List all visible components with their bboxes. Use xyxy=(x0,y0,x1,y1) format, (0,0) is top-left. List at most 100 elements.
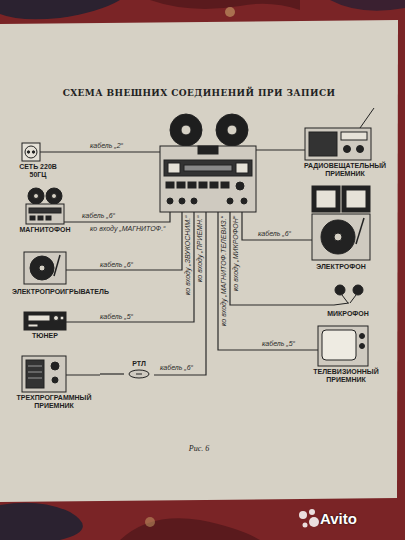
radio-receiver: РАДИОВЕЩАТЕЛЬНЫЙ ПРИЕМНИК xyxy=(298,110,392,178)
socket-icon xyxy=(25,146,37,158)
cable-wires xyxy=(66,374,100,375)
watermark-logo xyxy=(299,509,319,528)
cable-connector xyxy=(100,373,124,374)
tuner-icon xyxy=(28,315,50,321)
reel-recorder-icon xyxy=(46,216,51,220)
record-player-icon xyxy=(39,265,45,271)
mains-socket: СЕТЬ 220В 50ГЦ xyxy=(12,143,64,179)
microphone-icon xyxy=(334,303,349,305)
radio-receiver-icon xyxy=(357,146,364,153)
record-player-icon xyxy=(54,255,60,276)
tape-recorder-picture xyxy=(191,198,197,204)
radio-receiver-icon xyxy=(309,132,337,156)
tape-recorder-picture xyxy=(167,198,173,204)
tuner-icon xyxy=(24,312,66,330)
cable-wires xyxy=(256,149,305,150)
three-program-receiver-icon xyxy=(22,356,66,392)
cable-label: кабель „5“ xyxy=(262,340,295,348)
tape-recorder-picture xyxy=(210,182,218,188)
reel-recorder-icon xyxy=(52,194,57,199)
tape-recorder-picture xyxy=(221,182,229,188)
microphone-icon xyxy=(350,295,356,303)
cable-label: кабель „6“ xyxy=(100,261,133,269)
carpet xyxy=(0,0,120,19)
record-player-icon xyxy=(30,256,54,280)
television-receiver-label: ТЕЛЕВИЗИОННЫЙ ПРИЕМНИК xyxy=(300,368,392,384)
tuner: ТЮНЕР xyxy=(20,312,70,340)
electrophone: ЭЛЕКТРОФОН xyxy=(300,186,382,271)
electrophone-icon xyxy=(312,186,370,260)
three-program-receiver-icon xyxy=(52,377,58,383)
electrophone-icon xyxy=(316,190,336,208)
figure-caption: Рис. 6 xyxy=(0,444,398,454)
cable-label: кабель „6“ xyxy=(258,230,291,238)
microphone-icon xyxy=(335,285,345,295)
reel-recorder-icon xyxy=(28,188,44,204)
watermark-logo xyxy=(303,523,308,528)
television-icon xyxy=(360,334,365,339)
radio-receiver-icon xyxy=(305,108,374,160)
tape-recorder-picture xyxy=(160,146,256,212)
record-player-label: ЭЛЕКТРОПРОИГРЫВАТЕЛЬ xyxy=(12,288,130,296)
microphone-label: МИКРОФОН xyxy=(310,310,386,318)
watermark-logo xyxy=(309,509,315,515)
cable-label: кабель „6“ xyxy=(160,364,193,372)
input-label: ко входу „МАГНИТОФ.ТЕЛЕВИЗ.“ xyxy=(220,216,228,326)
carpet xyxy=(120,518,260,540)
three-program-receiver-icon xyxy=(22,356,66,392)
input-label: ко входу „МАГНИТОФ.“ xyxy=(90,225,165,233)
electrophone-icon xyxy=(342,186,370,212)
cable-wires xyxy=(242,212,312,240)
electrophone-label: ЭЛЕКТРОФОН xyxy=(300,263,382,271)
radio-receiver-label: РАДИОВЕЩАТЕЛЬНЫЙ ПРИЕМНИК xyxy=(298,162,392,178)
radio-receiver-icon xyxy=(360,108,374,128)
plug-pin xyxy=(136,374,142,375)
watermark-logo xyxy=(299,511,307,519)
cable-wires xyxy=(40,151,160,152)
tape-recorder-picture xyxy=(236,163,248,173)
reel-recorder-icon xyxy=(46,188,62,204)
electrophone-icon xyxy=(312,186,340,212)
three-program-receiver-icon xyxy=(28,378,42,379)
television-icon xyxy=(318,326,368,366)
microphone: МИКРОФОН xyxy=(310,282,386,318)
tuner-icon xyxy=(24,312,66,330)
reel-recorder: МАГНИТОФОН xyxy=(10,186,80,234)
microphone-icon xyxy=(342,295,348,303)
reel-recorder-icon xyxy=(30,216,35,220)
tape-recorder-picture xyxy=(160,114,256,212)
tuner-icon xyxy=(28,324,38,327)
tape-recorder-picture xyxy=(168,163,180,173)
cable-label: кабель „6“ xyxy=(82,212,115,220)
television-icon xyxy=(318,326,368,366)
input-label: ко входу „ПРИЕМН.“ xyxy=(196,216,204,282)
tape-recorder-picture xyxy=(184,165,232,171)
tape-recorder-picture xyxy=(188,182,196,188)
tape-recorder-picture xyxy=(170,114,202,146)
record-player-icon xyxy=(24,252,66,284)
cable-wires xyxy=(40,150,334,375)
cable-wires xyxy=(66,212,194,322)
cable-wires xyxy=(230,212,334,305)
television-receiver: ТЕЛЕВИЗИОННЫЙ ПРИЕМНИК xyxy=(300,326,392,384)
socket-icon xyxy=(27,151,29,153)
reel-recorder-icon xyxy=(38,216,43,220)
reel-recorder-icon xyxy=(29,208,61,213)
reel-recorder-icon xyxy=(26,204,64,224)
three-program-receiver-icon xyxy=(51,362,59,370)
three-program-receiver-icon xyxy=(28,366,42,367)
electrophone-icon xyxy=(321,220,355,254)
tape-recorder-picture xyxy=(199,182,207,188)
socket-icon xyxy=(32,151,34,153)
tape-recorder-picture xyxy=(179,198,185,204)
tape-recorder-picture xyxy=(181,125,191,135)
carpet xyxy=(225,7,235,17)
radio-receiver-icon xyxy=(341,132,367,140)
microphone-icon xyxy=(353,285,363,295)
tuner-label: ТЮНЕР xyxy=(20,332,70,340)
reel-recorder-label: МАГНИТОФОН xyxy=(10,226,80,234)
tape-recorder-picture xyxy=(241,198,247,204)
socket-icon xyxy=(22,143,40,161)
